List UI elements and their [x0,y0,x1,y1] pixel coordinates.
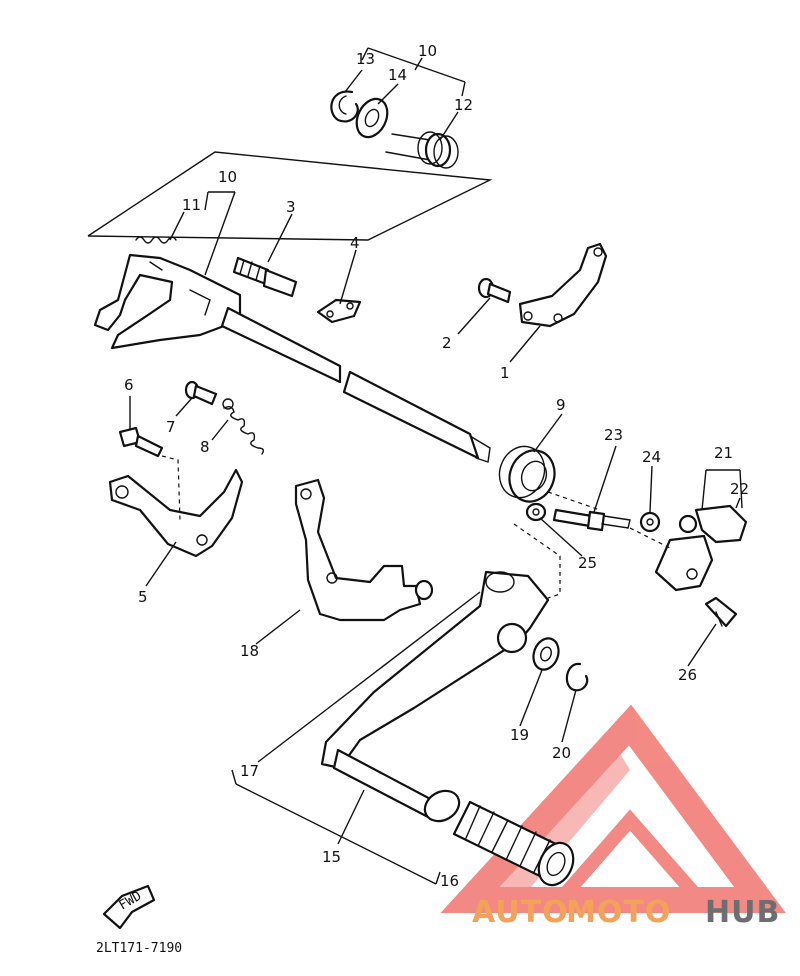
label-2: 2 [442,334,452,352]
automotohub-wordmark: AUTO MOTO HUB [472,895,780,930]
bracket-15 [235,783,437,885]
brand-hub: HUB [705,895,780,930]
part-12-spring [385,131,459,169]
part-26-bolt [704,596,738,628]
connector-9-23 [547,491,601,511]
label-19: 19 [510,726,529,744]
label-12: 12 [454,96,473,114]
part-6-bolt [118,426,164,458]
label-8: 8 [200,438,210,456]
part-3-bolt [232,256,298,298]
label-1: 1 [500,364,510,382]
label-22: 22 [730,480,749,498]
part-14-washer [355,97,389,139]
label-25: 25 [578,554,597,572]
part-17-shift-pedal [320,570,550,823]
label-13: 13 [356,50,375,68]
connector-6-5 [161,455,181,521]
label-7: 7 [166,418,176,436]
part-18-shift-arm [294,478,434,622]
part-21-joint [654,504,748,592]
part-24-nut [639,511,661,533]
part-1-lever [518,242,608,328]
label-9: 9 [556,396,566,414]
label-17: 17 [240,762,259,780]
part-13-circlip [330,90,359,123]
label-23: 23 [604,426,623,444]
label-6: 6 [124,376,134,394]
leader-lines [129,69,741,845]
part-5-arm [108,468,244,558]
label-14: 14 [388,66,407,84]
part-4-plate [316,298,362,324]
label-11: 11 [182,196,201,214]
label-10-top: 10 [418,42,437,60]
label-3: 3 [286,198,296,216]
label-20: 20 [552,744,571,762]
part-9-oil-seal [498,445,556,503]
part-23-rod [552,508,631,532]
brand-auto: AUTO [472,895,569,930]
part-16-rubber [452,800,575,887]
part-20-circlip [565,662,589,692]
part-8-spring [222,398,265,455]
part-2-bolt [477,277,512,304]
automotohub-logo [440,704,786,913]
part-19-washer [532,637,560,671]
drawing-code: 2LT171-7190 [96,941,182,956]
label-21: 21 [714,444,733,462]
connector-25-17 [513,523,561,599]
label-15: 15 [322,848,341,866]
part-25-nut [525,502,547,522]
fwd-arrow-icon: FWD [102,884,156,930]
label-18: 18 [240,642,259,660]
part-labels: 13 14 10 12 10 11 3 4 2 1 6 7 8 9 5 18 2… [124,42,749,890]
bracket-13-12 [367,47,466,83]
label-24: 24 [642,448,661,466]
group-bracket-upper [87,151,493,241]
label-5: 5 [138,588,148,606]
part-11-spring [135,236,177,244]
part-10-shift-shaft [93,253,491,463]
label-26: 26 [678,666,697,684]
brand-moto: MOTO [566,895,671,930]
label-10-mid: 10 [218,168,237,186]
label-4: 4 [350,234,360,252]
label-16: 16 [440,872,459,890]
